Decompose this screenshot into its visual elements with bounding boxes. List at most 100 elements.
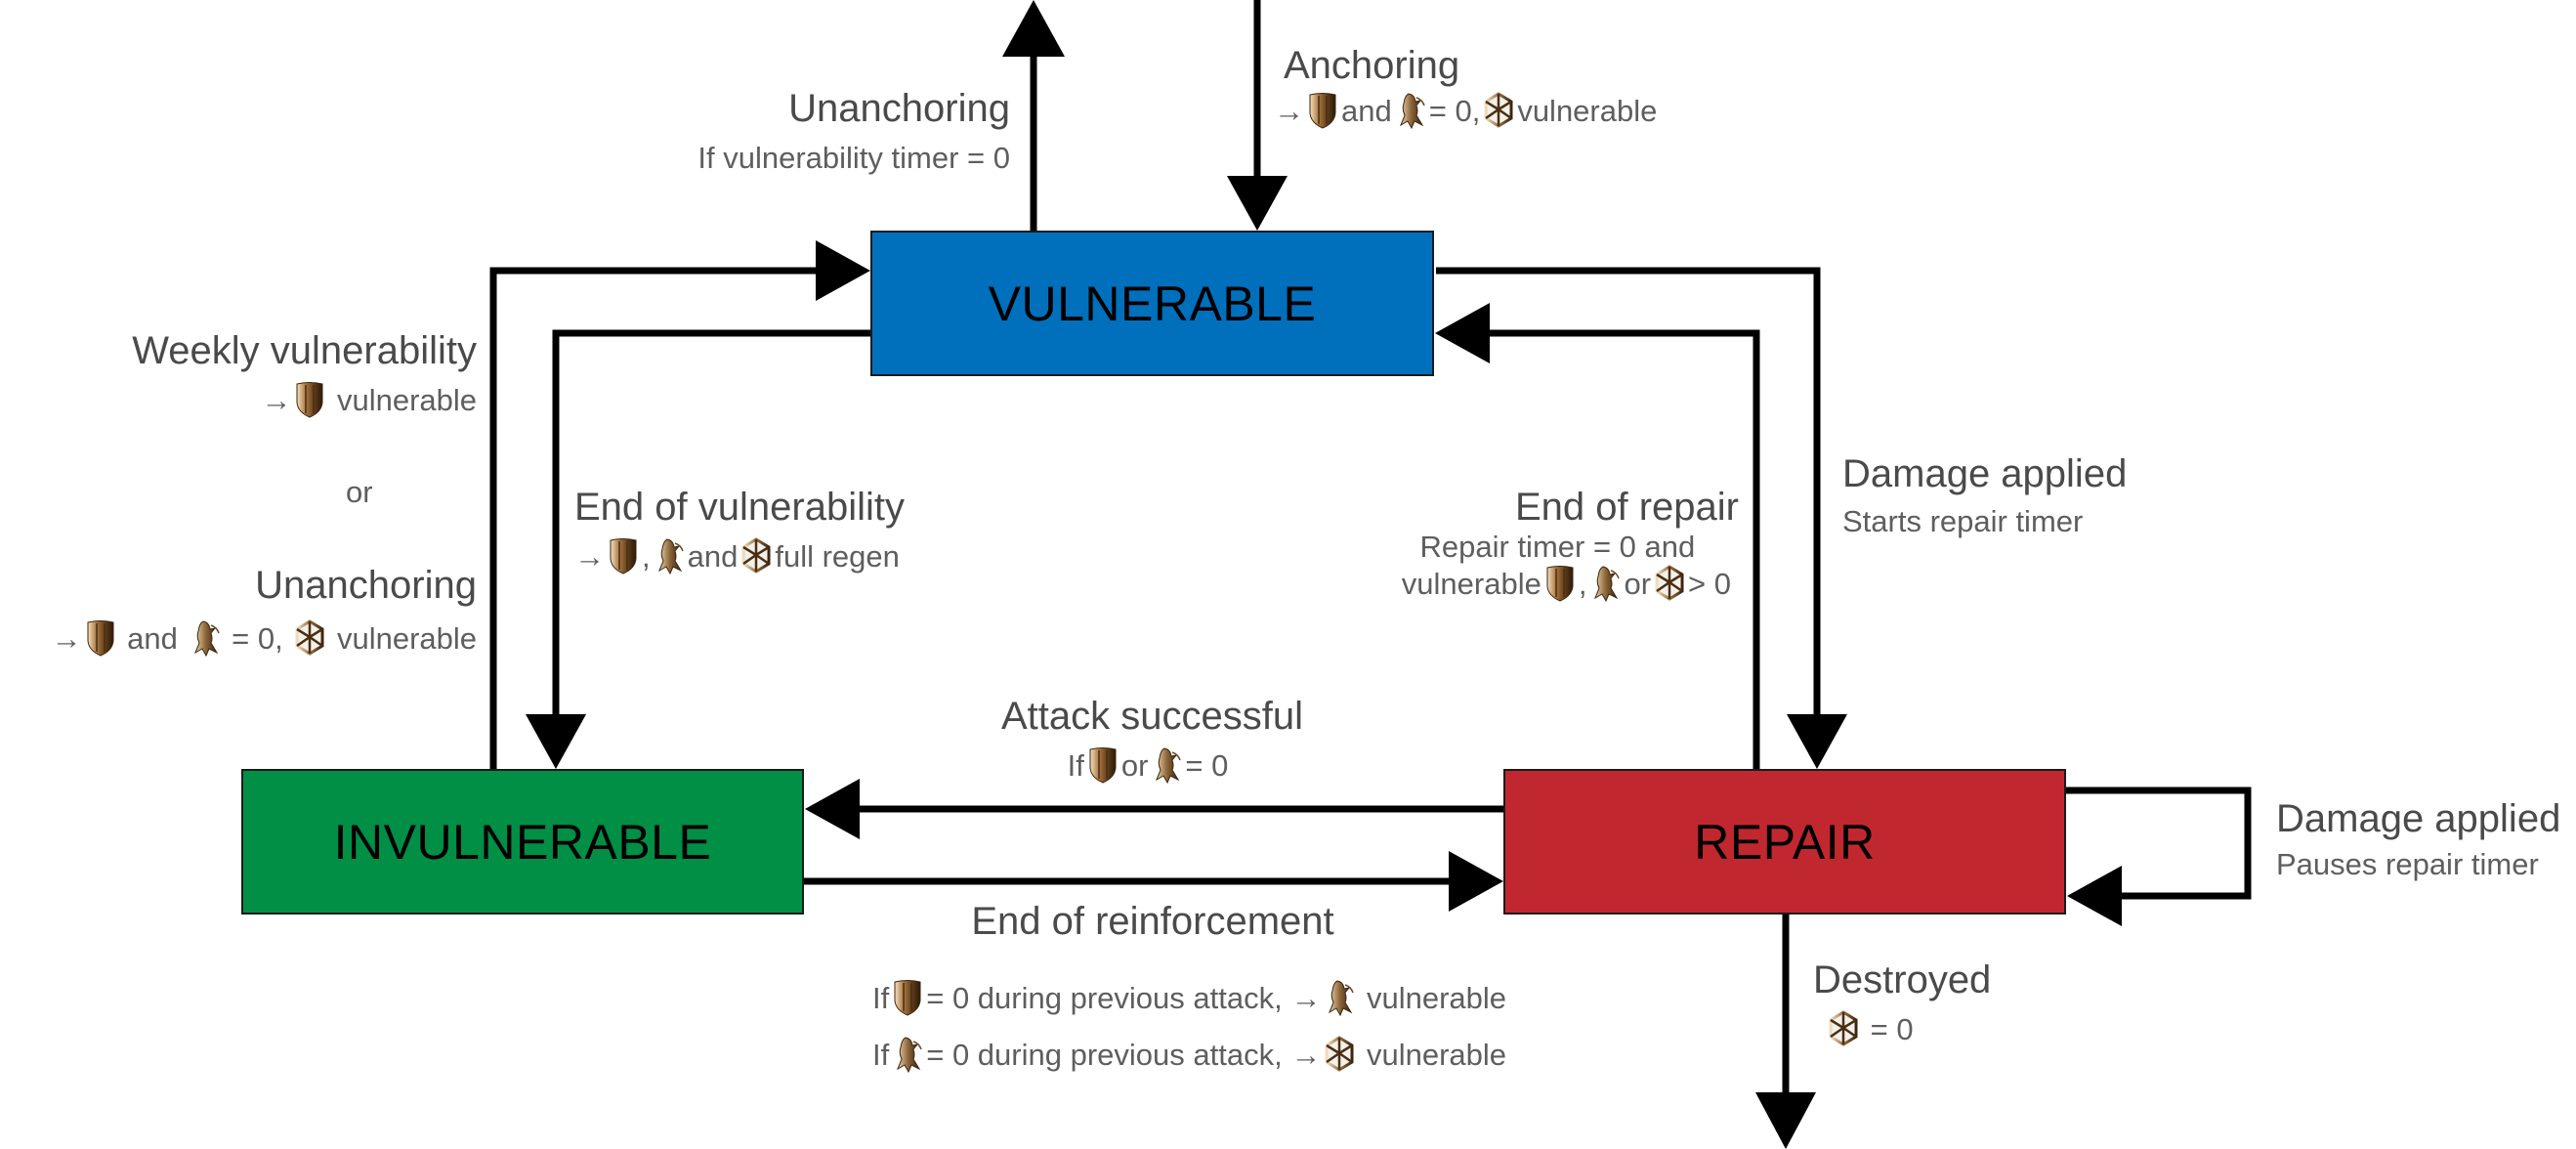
unanchoring-left-detail: → and = 0, vulnerable	[52, 619, 477, 657]
unanchoring-top-title: Unanchoring	[788, 87, 1010, 130]
attack-successful-text-eq: = 0	[1185, 748, 1229, 783]
unanchoring-left-title: Unanchoring	[255, 564, 477, 607]
end-of-repair-text-comma: ,	[1578, 566, 1587, 601]
weekly-vulnerability-detail: → vulnerable	[132, 381, 477, 418]
arrow-repair-to-vulnerable	[1435, 303, 1760, 769]
shield-icon	[1544, 565, 1576, 602]
arrow-symbol: →	[1290, 981, 1322, 1015]
armor-icon	[654, 537, 685, 574]
end-of-reinforcement-line2: If = 0 during previous attack, → vulnera…	[872, 1036, 1506, 1073]
state-vulnerable-label: VULNERABLE	[988, 276, 1317, 331]
structure-icon	[1483, 92, 1514, 129]
end-of-vulnerability-text-regen: full regen	[775, 539, 900, 574]
structure-icon	[1654, 564, 1685, 602]
end-of-vulnerability-title: End of vulnerability	[574, 486, 905, 529]
structure-icon	[294, 619, 325, 657]
state-vulnerable: VULNERABLE	[870, 231, 1434, 376]
unanchoring-left-text-eq: = 0,	[232, 621, 283, 656]
weekly-vulnerability-text: vulnerable	[336, 383, 477, 417]
state-invulnerable: INVULNERABLE	[241, 769, 804, 915]
label-or: or	[346, 475, 373, 509]
anchoring-detail: → and = 0, vulnerable	[1274, 92, 1657, 129]
destroyed-detail: = 0	[1813, 1010, 1991, 1047]
shield-icon	[608, 537, 639, 574]
attack-successful-title: Attack successful	[1001, 695, 1304, 738]
arrow-symbol: →	[261, 383, 292, 417]
label-attack-successful: Attack successful If or = 0	[1001, 694, 1304, 784]
end-of-reinforcement-line1: If = 0 during previous attack, → vulnera…	[872, 979, 1506, 1016]
arrow-symbol: →	[1290, 1038, 1322, 1072]
shield-icon	[294, 381, 325, 418]
attack-successful-text-if: If	[1067, 748, 1084, 783]
destroyed-title: Destroyed	[1813, 958, 1992, 1001]
destroyed-text: = 0	[1870, 1012, 1914, 1046]
arrow-invulnerable-to-vulnerable	[489, 240, 870, 769]
end-of-vulnerability-text-and: and	[687, 539, 739, 574]
reinforcement-line2-text: = 0 during previous attack,	[926, 1038, 1283, 1072]
end-of-repair-title: End of repair	[1514, 486, 1739, 529]
end-of-repair-line2: vulnerable , or > 0	[1401, 564, 1739, 602]
damage-applied-start-title: Damage applied	[1842, 452, 2128, 495]
structure-icon	[740, 537, 772, 574]
unanchoring-top-detail: If vulnerability timer = 0	[697, 141, 1010, 175]
label-unanchoring-left: Unanchoring → and = 0, vulnerable	[52, 563, 477, 657]
state-repair: REPAIR	[1503, 769, 2066, 915]
damage-applied-pause-detail: Pauses repair timer	[2276, 847, 2539, 881]
damage-applied-pause-title: Damage applied	[2276, 797, 2561, 840]
label-end-of-vulnerability: End of vulnerability → , and full regen	[574, 485, 905, 574]
damage-applied-start-detail: Starts repair timer	[1842, 504, 2084, 538]
label-destroyed: Destroyed = 0	[1813, 958, 1991, 1047]
armor-icon	[1395, 92, 1426, 129]
reinforcement-line1-if: If	[872, 981, 890, 1015]
label-anchoring: Anchoring → and = 0, vulnerable	[1274, 43, 1657, 129]
arrow-vulnerable-to-repair	[1436, 267, 1847, 769]
shield-icon	[892, 979, 923, 1016]
shield-icon	[1307, 92, 1338, 129]
label-unanchoring-top: Unanchoring If vulnerability timer = 0	[697, 86, 1010, 176]
label-weekly-vulnerability: Weekly vulnerability → vulnerable	[132, 328, 477, 418]
armor-icon	[1151, 746, 1182, 784]
state-repair-label: REPAIR	[1694, 814, 1876, 870]
anchoring-text-and: and	[1341, 94, 1392, 128]
reinforcement-line2-if: If	[872, 1038, 890, 1072]
label-damage-applied-start: Damage applied Starts repair timer	[1842, 451, 2127, 539]
end-of-vulnerability-text-comma: ,	[642, 539, 651, 574]
shield-icon	[85, 619, 116, 657]
anchoring-title: Anchoring	[1284, 44, 1460, 87]
armor-icon	[1589, 565, 1621, 602]
anchoring-text-vulnerable: vulnerable	[1517, 94, 1658, 128]
arrow-symbol: →	[1274, 94, 1304, 128]
label-end-of-reinforcement-detail: If = 0 during previous attack, → vulnera…	[872, 979, 1506, 1073]
label-damage-applied-pause: Damage applied Pauses repair timer	[2276, 796, 2560, 882]
label-end-of-repair: End of repair Repair timer = 0 and vulne…	[1402, 485, 1739, 602]
structure-icon	[1828, 1010, 1859, 1047]
shield-icon	[1087, 746, 1119, 784]
arrow-repair-to-invulnerable	[805, 779, 1503, 839]
arrow-anchoring-entry	[1227, 0, 1288, 231]
arrow-invulnerable-to-repair	[803, 851, 1503, 912]
armor-icon	[892, 1036, 923, 1073]
end-of-repair-text-vulnerable: vulnerable	[1401, 566, 1541, 601]
anchoring-text-eq: = 0,	[1428, 94, 1481, 128]
reinforcement-line1-text: = 0 during previous attack,	[926, 981, 1283, 1015]
attack-successful-text-or: or	[1120, 748, 1149, 783]
armor-icon	[190, 619, 221, 657]
structure-icon	[1324, 1036, 1355, 1073]
unanchoring-left-text-vulnerable: vulnerable	[336, 621, 477, 656]
arrow-repair-self-loop	[2065, 787, 2252, 926]
attack-successful-detail: If or = 0	[1001, 746, 1294, 784]
end-of-vulnerability-detail: → , and full regen	[574, 537, 905, 574]
state-invulnerable-label: INVULNERABLE	[333, 814, 712, 870]
reinforcement-line2-vulnerable: vulnerable	[1366, 1038, 1506, 1072]
end-of-repair-text-or: or	[1624, 566, 1652, 601]
armor-icon	[1324, 979, 1355, 1016]
reinforcement-line1-vulnerable: vulnerable	[1366, 981, 1506, 1015]
weekly-vulnerability-title: Weekly vulnerability	[132, 329, 477, 372]
end-of-repair-text-gt: > 0	[1688, 566, 1731, 601]
arrow-vulnerable-to-invulnerable	[526, 329, 870, 769]
end-of-repair-line1: Repair timer = 0 and	[1419, 530, 1696, 564]
end-of-reinforcement-title: End of reinforcement	[971, 900, 1334, 943]
unanchoring-left-text-and: and	[127, 621, 178, 656]
arrow-symbol: →	[574, 539, 605, 574]
